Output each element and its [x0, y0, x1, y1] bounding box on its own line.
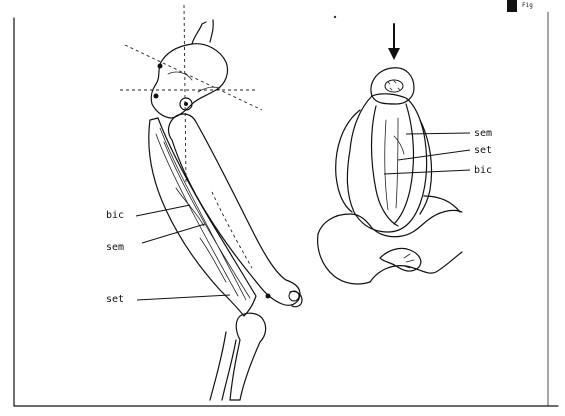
- leader-bic-side: [136, 205, 190, 216]
- muscle-group-outline: [347, 94, 426, 232]
- oblique-reference-line: [125, 45, 262, 110]
- corner-mark-text: Fig: [522, 2, 533, 9]
- lower-contour: [318, 210, 462, 236]
- inner-contour: [380, 248, 421, 271]
- vertical-reference-line: [184, 5, 186, 185]
- fibula-outline: [210, 332, 236, 400]
- leader-sem-side: [142, 224, 205, 243]
- label-bic-side: bic: [106, 210, 124, 221]
- label-sem-section: sem: [474, 128, 492, 139]
- speck: [334, 16, 336, 18]
- leg-side-view: [120, 5, 302, 400]
- label-sem-side: sem: [106, 242, 124, 253]
- spine-outline: [192, 20, 213, 44]
- figure-frame: [14, 12, 558, 406]
- pelvis-outline: [151, 44, 227, 118]
- corner-mark: Fig: [507, 0, 533, 12]
- view-arrowhead: [388, 48, 400, 60]
- cross-section-annotations: sem set bic: [384, 128, 492, 176]
- leader-sem-section: [406, 133, 470, 134]
- label-set-side: set: [106, 294, 124, 305]
- leader-set-side: [137, 295, 230, 300]
- leader-set-section: [398, 150, 470, 160]
- label-set-section: set: [474, 145, 492, 156]
- ischial-point: [158, 64, 163, 69]
- tibia-outline: [230, 313, 266, 400]
- label-bic-section: bic: [474, 165, 492, 176]
